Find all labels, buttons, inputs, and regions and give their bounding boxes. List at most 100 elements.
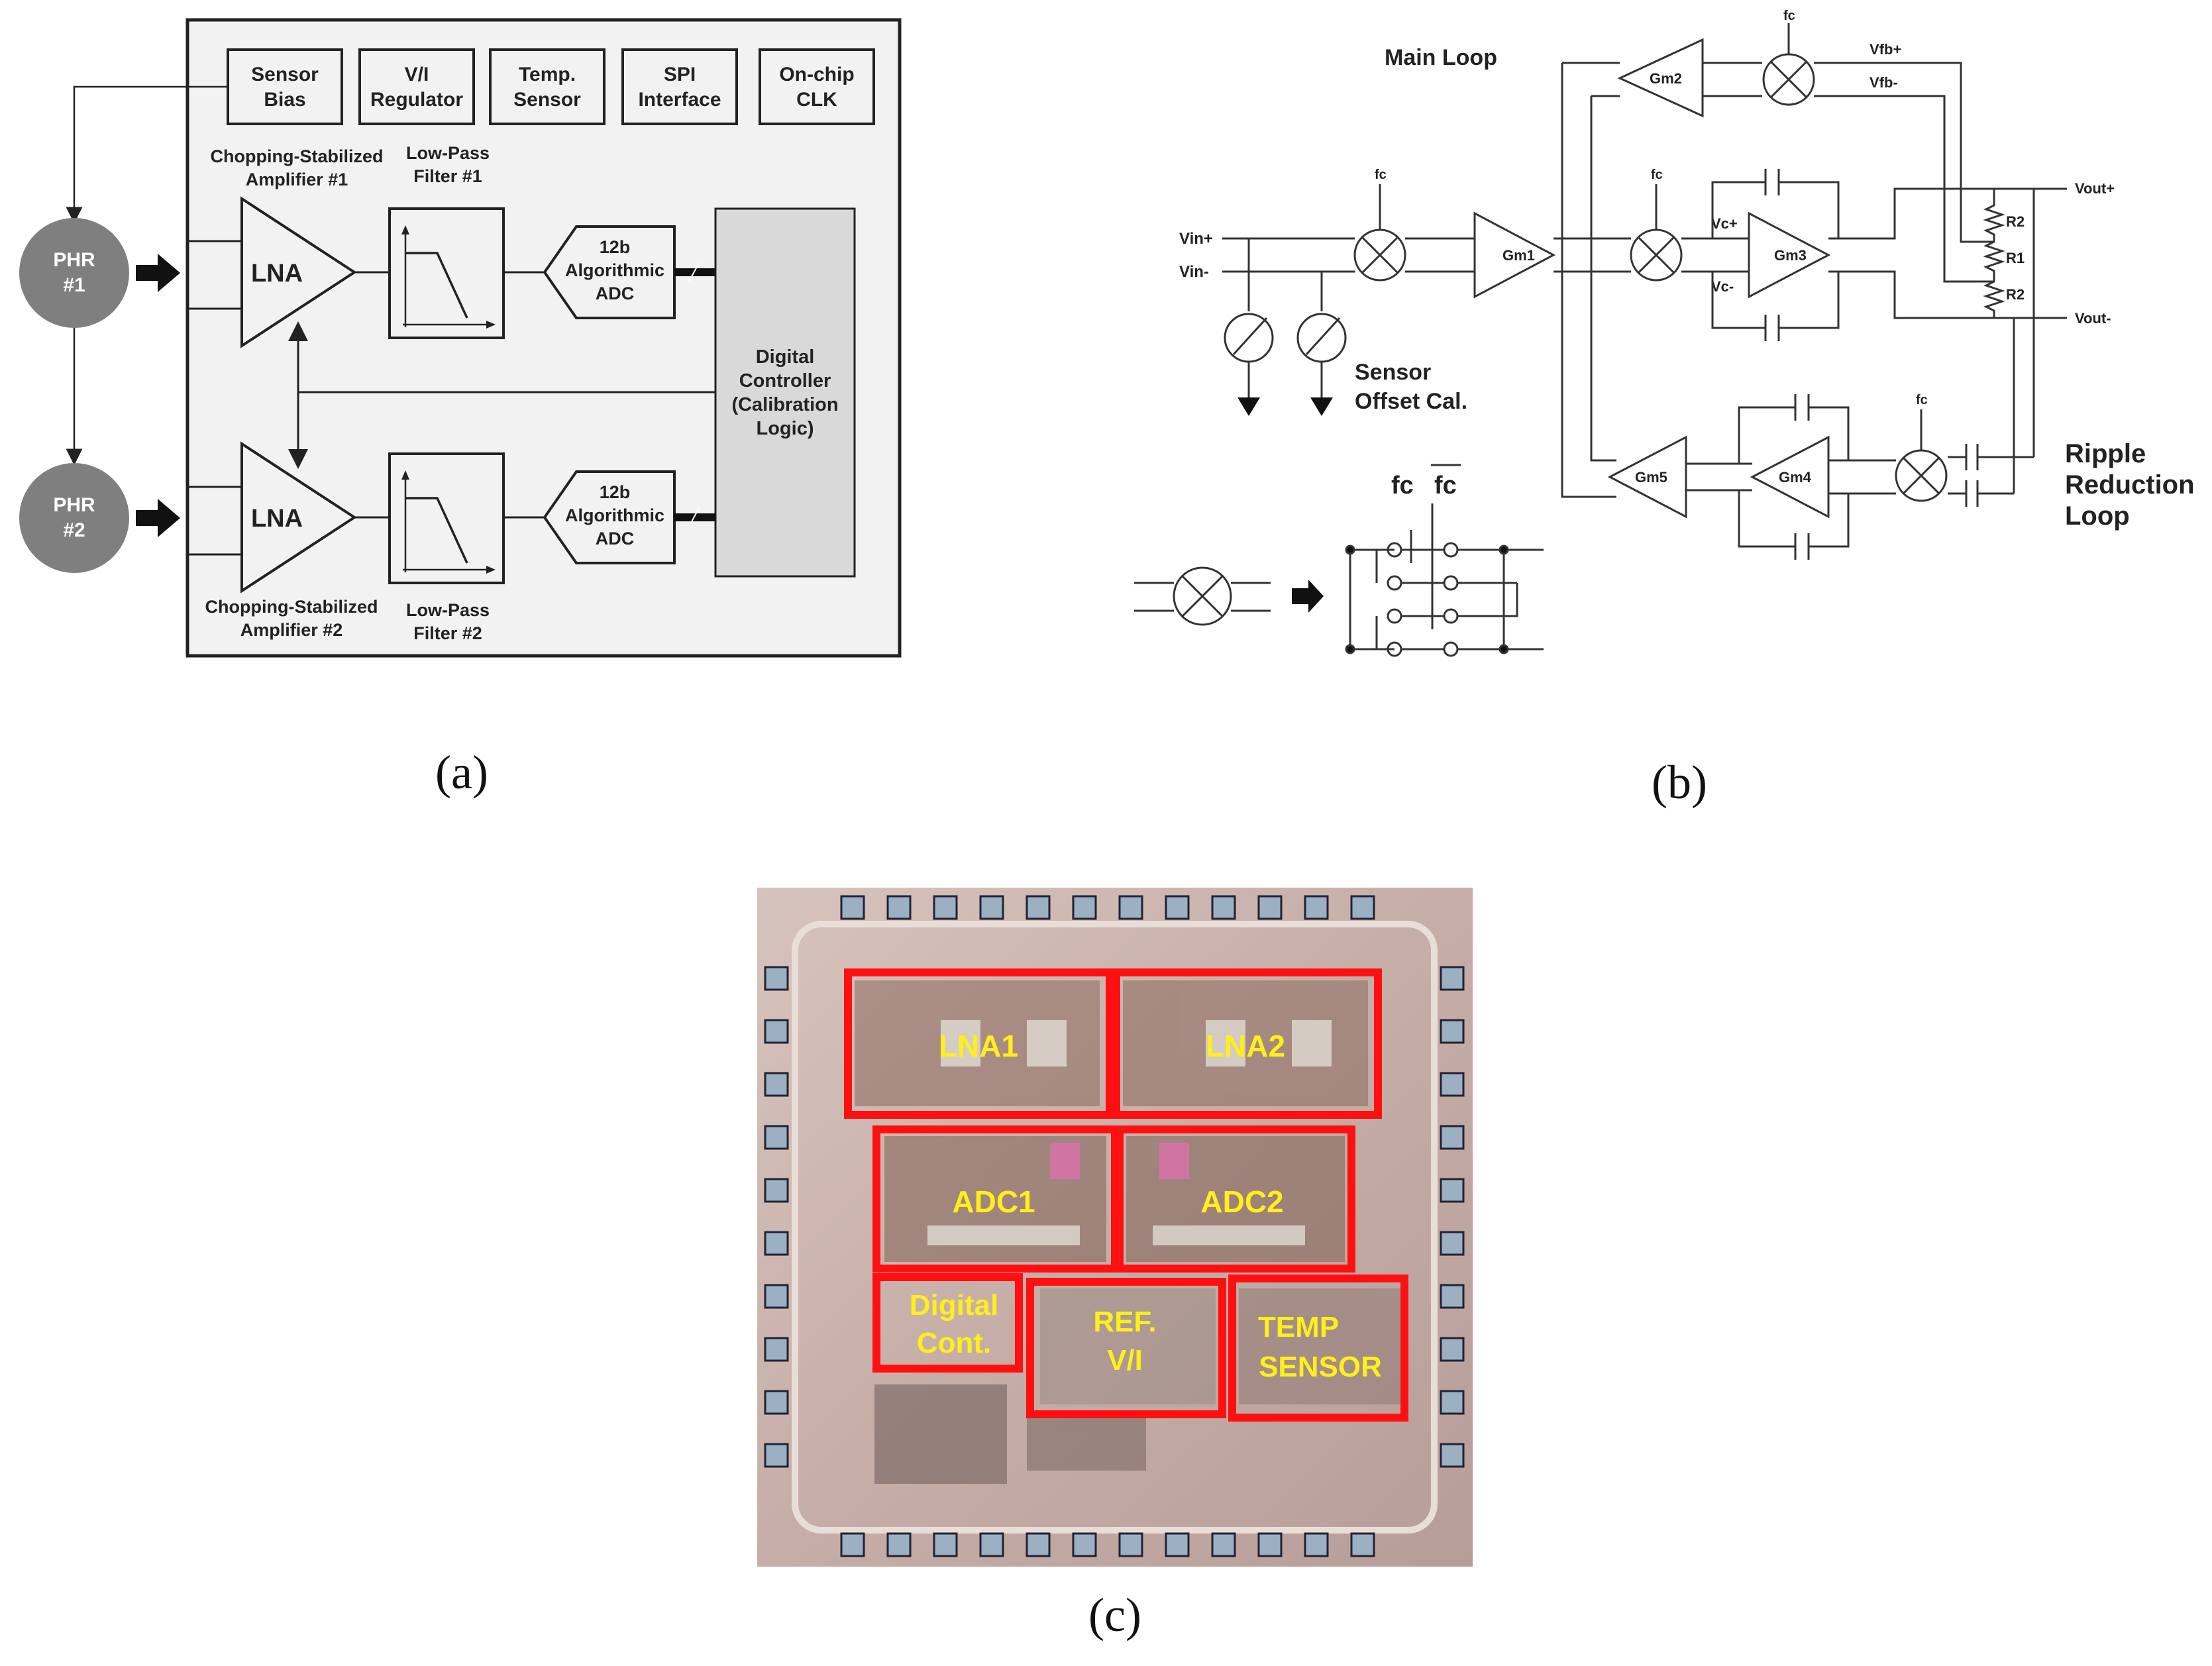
- svg-text:Sensor: Sensor: [1355, 360, 1431, 385]
- amp1-caption-line1: Chopping-Stabilized: [211, 146, 384, 166]
- label-adc2: ADC2: [1200, 1184, 1283, 1219]
- block-label-line2: Bias: [264, 89, 305, 111]
- svg-text:Vfb-: Vfb-: [1870, 74, 1898, 91]
- block-label-line1: SPI: [664, 64, 696, 85]
- svg-text:Vc-: Vc-: [1711, 278, 1734, 295]
- chopper-mixer-ripple: fc: [1895, 393, 1948, 502]
- caption-b: (b): [1652, 756, 1707, 809]
- digital-controller: Digital Controller (Calibration Logic): [714, 207, 856, 578]
- caption-c: (c): [1088, 1588, 1141, 1641]
- gm4-amplifier: Gm4: [1750, 435, 1830, 519]
- panel-b: Main Loop Vin+ Vin- Sensor Offset Cal. f…: [1134, 9, 2195, 809]
- amp2-caption-line2: Amplifier #2: [240, 620, 343, 640]
- gm2-amplifier: Gm2: [1617, 38, 1704, 118]
- resistor-ladder: R2 R1 R2: [1983, 189, 2025, 318]
- block-label-line1: Sensor: [251, 64, 319, 85]
- block-label-line2: Sensor: [513, 89, 581, 111]
- lna-2: LNA: [187, 441, 357, 594]
- adc-1: 12b Algorithmic ADC: [543, 225, 676, 319]
- svg-text:Digital: Digital: [756, 346, 815, 368]
- svg-text:Ripple: Ripple: [2065, 439, 2146, 468]
- lpf1-caption-line1: Low-Pass: [406, 143, 490, 163]
- svg-text:Vc+: Vc+: [1711, 215, 1738, 232]
- label-lna2: LNA2: [1206, 1029, 1285, 1063]
- region-adc1: [872, 1125, 1119, 1273]
- lna-1: LNA: [187, 196, 357, 348]
- label-ref-line2: V/I: [1107, 1344, 1143, 1377]
- lpf1-caption-line2: Filter #1: [413, 166, 482, 186]
- main-loop-label: Main Loop: [1385, 45, 1497, 70]
- bond-pads: [764, 895, 1465, 1557]
- svg-text:LNA: LNA: [251, 260, 303, 287]
- region-ref: [1026, 1278, 1226, 1418]
- label-adc1: ADC1: [952, 1184, 1035, 1219]
- lpf-1: [388, 207, 505, 339]
- svg-text:R1: R1: [2006, 250, 2025, 266]
- svg-text:12b: 12b: [600, 237, 631, 257]
- chopper-mixer-feedback: fc: [1762, 9, 1815, 106]
- block-vi-regulator: V/I Regulator: [358, 48, 475, 125]
- caption-a: (a): [435, 746, 488, 799]
- svg-text:12b: 12b: [600, 482, 631, 502]
- label-temp-line1: TEMP: [1258, 1311, 1339, 1343]
- block-label-line1: On-chip: [779, 64, 854, 85]
- label-ref-line1: REF.: [1093, 1306, 1156, 1338]
- gm3-amplifier: Gm3: [1748, 211, 1831, 299]
- label-digital-line2: Cont.: [917, 1327, 991, 1359]
- label-lna1: LNA1: [939, 1029, 1018, 1063]
- block-label-line2: Regulator: [370, 89, 463, 111]
- chopper-detail: fc fc: [1134, 464, 1544, 657]
- svg-text:Reduction: Reduction: [2065, 470, 2195, 499]
- svg-text:Loop: Loop: [2065, 501, 2130, 531]
- svg-text:Vout+: Vout+: [2075, 180, 2115, 197]
- gm5-amplifier: Gm5: [1607, 435, 1687, 519]
- svg-text:Vin+: Vin+: [1179, 230, 1213, 248]
- input-arrow-1: [136, 254, 180, 292]
- block-label-line1: V/I: [405, 64, 429, 85]
- svg-text:PHR: PHR: [53, 249, 95, 271]
- adc-2: 12b Algorithmic ADC: [543, 470, 676, 564]
- svg-text:fc: fc: [1783, 9, 1795, 23]
- svg-text:R2: R2: [2006, 213, 2025, 230]
- svg-text:Gm3: Gm3: [1774, 247, 1807, 264]
- svg-text:Algorithmic: Algorithmic: [565, 260, 664, 280]
- svg-text:Temp.Sensor: Temp.Sensor: [513, 64, 581, 111]
- svg-text:Vout-: Vout-: [2075, 310, 2111, 327]
- svg-text:Controller: Controller: [739, 370, 831, 391]
- svg-text:Gm4: Gm4: [1779, 469, 1812, 486]
- svg-text:(Calibration: (Calibration: [731, 394, 838, 415]
- input-arrow-2: [136, 499, 180, 537]
- chopper-mixer-1: fc: [1353, 168, 1406, 282]
- region-lna1: [844, 968, 1114, 1119]
- gm1-amplifier: Gm1: [1473, 211, 1556, 299]
- amp1-caption-line2: Amplifier #1: [246, 170, 348, 189]
- svg-text:Gm1: Gm1: [1502, 247, 1535, 264]
- chip-regions: [844, 968, 1408, 1422]
- amp2-caption-line1: Chopping-Stabilized: [205, 597, 378, 617]
- phr-1: PHR #1: [19, 218, 129, 328]
- region-digital: [872, 1273, 1023, 1373]
- svg-text:Vfb+: Vfb+: [1870, 41, 1901, 58]
- label-temp-line2: SENSOR: [1259, 1351, 1382, 1383]
- svg-text:Logic): Logic): [757, 418, 814, 439]
- region-adc2: [1116, 1125, 1355, 1273]
- region-lna2: [1112, 968, 1382, 1119]
- svg-text:fc: fc: [1651, 168, 1663, 182]
- svg-text:fc: fc: [1375, 168, 1387, 182]
- region-temp: [1228, 1275, 1408, 1422]
- svg-text:LNA: LNA: [251, 505, 303, 533]
- block-temp-sensor: Temp.Sensor: [489, 48, 606, 125]
- chopper-mixer-2: fc: [1630, 168, 1683, 282]
- svg-text:ADC: ADC: [596, 284, 635, 303]
- svg-text:#1: #1: [63, 274, 85, 296]
- svg-text:fc: fc: [1434, 472, 1457, 499]
- label-digital-line1: Digital: [910, 1289, 998, 1322]
- svg-text:Algorithmic: Algorithmic: [565, 505, 664, 525]
- lpf2-caption-line2: Filter #2: [413, 623, 482, 643]
